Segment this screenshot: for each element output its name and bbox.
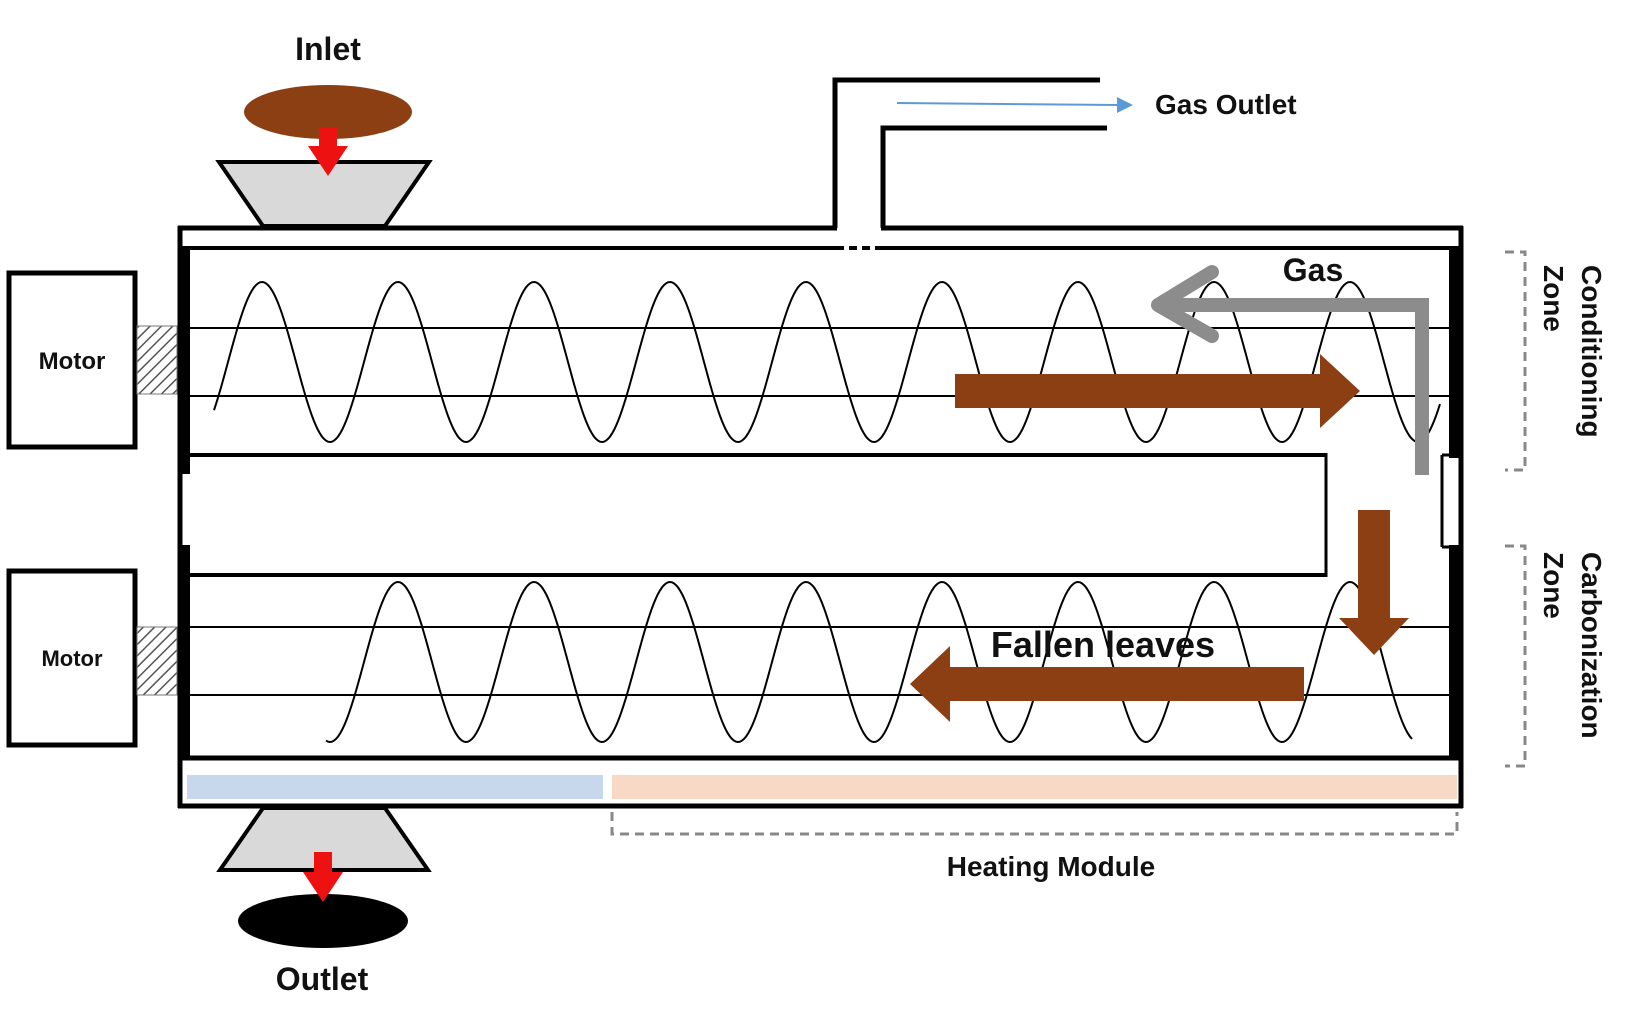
lower-screw-flight [325,580,1413,744]
heating-module-bracket [610,812,1459,836]
upper-screw-flight [213,280,1441,444]
inlet-material-pile [244,85,412,139]
reactor-housing [177,225,1464,809]
feed-arrow-icon [308,128,348,176]
gas-outlet-label: Gas Outlet [1155,89,1297,120]
outlet-product-pile [238,894,408,948]
material-down-arrow [1339,510,1409,655]
carbonization-zone-bracket [1505,544,1527,768]
material-forward-arrow [955,354,1360,428]
motor-bottom-label: Motor [41,646,103,671]
gas-outlet-pipe [832,77,1107,228]
material-return-arrow [910,646,1304,722]
svg-text:Carbonization: Carbonization [1576,552,1607,739]
heating-module-label: Heating Module [947,851,1155,882]
coupling-top-icon [136,325,178,395]
fallen-leaves-label: Fallen leaves [991,624,1215,665]
gas-outlet-flow-arrow [896,97,1133,113]
outlet-hopper [216,806,432,872]
gas-label: Gas [1283,252,1343,288]
carbonization-zone-label: Carbonization Zone [1538,552,1607,739]
motor-top: Motor [6,270,138,450]
inlet-hopper [215,160,433,228]
conditioning-zone-label: Conditioning Zone [1538,265,1607,438]
svg-text:Zone: Zone [1538,552,1569,619]
coupling-bottom-icon [136,626,178,696]
heating-strip-unheated [187,775,603,799]
motor-top-label: Motor [39,348,106,375]
gas-flow-arrow [1151,265,1429,475]
outlet-label: Outlet [276,961,369,997]
motor-bottom: Motor [6,568,138,748]
heating-strip-heated [612,775,1457,799]
discharge-arrow-icon [303,852,343,902]
conditioning-zone-bracket [1505,250,1527,472]
svg-text:Zone: Zone [1538,265,1569,332]
svg-text:Conditioning: Conditioning [1576,265,1607,438]
inlet-label: Inlet [295,31,361,67]
